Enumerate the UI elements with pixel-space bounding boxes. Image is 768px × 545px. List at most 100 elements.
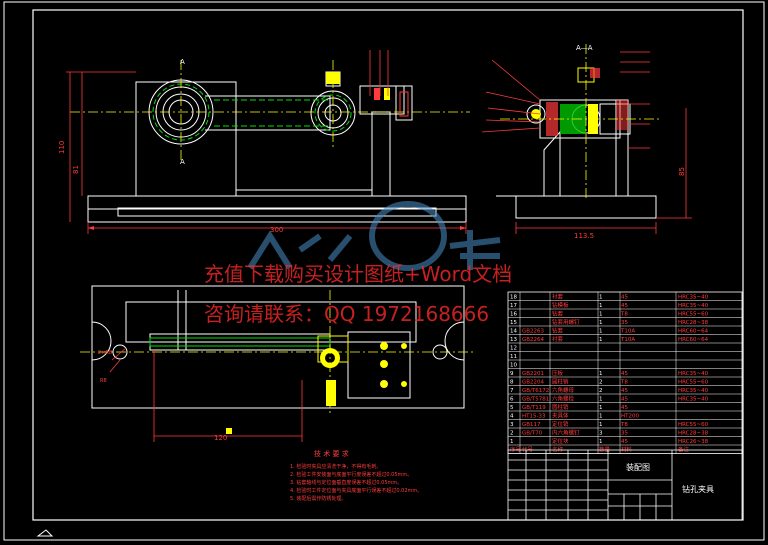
- plan-view-details: [80, 290, 476, 442]
- parts-cell-qty: 1: [599, 397, 603, 403]
- dim-side-height: 85: [678, 167, 686, 176]
- parts-cell-name: 圆柱销: [552, 403, 569, 411]
- parts-header-mat: 材料: [621, 446, 633, 454]
- parts-cell-no: 10: [510, 363, 517, 369]
- parts-cell-qty: 1: [599, 337, 603, 343]
- parts-cell-qty: 1: [599, 422, 603, 428]
- section-label: A—A: [576, 44, 593, 52]
- parts-cell-no: 14: [510, 329, 517, 335]
- parts-cell-note: HRC28~38: [678, 431, 709, 437]
- parts-cell-code: GB/T6172: [522, 388, 549, 394]
- parts-cell-qty: 1: [599, 414, 603, 420]
- parts-cell-name: 钻模板: [552, 301, 569, 309]
- parts-cell-code: GB/T119: [522, 405, 546, 411]
- parts-cell-mat: 45: [621, 397, 628, 403]
- parts-cell-code: GB2264: [522, 337, 545, 343]
- dim-width-side: 113.5: [574, 232, 594, 240]
- tech-req-item: 2. 检验工件安装面与底面平行度误差不超过0.05mm。: [290, 471, 412, 478]
- parts-header-code: 代号: [522, 446, 534, 454]
- tech-req-item: 3. 钻套轴线与定位面垂直度误差不超过0.05mm。: [290, 479, 402, 486]
- parts-cell-no: 1: [510, 439, 514, 445]
- title-drawing-type: 装配图: [626, 462, 650, 472]
- parts-cell-mat: 35: [621, 431, 628, 437]
- parts-cell-name: 衬套: [552, 293, 564, 301]
- parts-cell-note: HRC28~38: [678, 320, 709, 326]
- ucs-arrow-icon: [36, 529, 54, 537]
- watermark-line2: 咨询请联系：QQ 1972168666: [204, 302, 490, 326]
- parts-cell-code: HT15-33: [522, 414, 546, 420]
- parts-cell-qty: 1: [599, 329, 603, 335]
- plan-view: [91, 285, 465, 409]
- tech-req-item: 4. 检验时工件定位面与夹具底面平行误差不超过0.02mm。: [290, 487, 422, 494]
- parts-cell-mat: 45: [621, 303, 628, 309]
- parts-cell-name: 夹具体: [552, 412, 569, 420]
- parts-cell-qty: 1: [599, 371, 603, 377]
- parts-cell-qty: 1: [599, 295, 603, 301]
- tech-req-list: 1. 检验时夹具应清洗干净，不得有毛刺。 2. 检验工件安装面与底面平行度误差不…: [290, 463, 422, 502]
- parts-cell-qty: 2: [599, 388, 603, 394]
- dim-hole-a: 2×R8: [98, 350, 112, 356]
- parts-cell-qty: 1: [599, 439, 603, 445]
- parts-cell-note: HRC35~40: [678, 295, 709, 301]
- parts-cell-name: 钻套: [552, 310, 564, 318]
- parts-cell-no: 3: [510, 422, 514, 428]
- dim-hole-b: R8: [100, 378, 107, 384]
- parts-cell-code: GB117: [522, 422, 541, 428]
- dim-height-inner: 81: [72, 165, 80, 174]
- parts-cell-code: GB2201: [522, 371, 544, 377]
- parts-cell-no: 11: [510, 354, 517, 360]
- parts-cell-name: 定位块: [552, 437, 569, 445]
- parts-cell-name: 六角螺母: [552, 386, 575, 394]
- parts-cell-note: HRC60~64: [678, 337, 709, 343]
- parts-header-qty: 数量: [599, 446, 611, 454]
- section-mark-bottom: A: [180, 158, 185, 166]
- parts-cell-mat: T8: [620, 422, 628, 428]
- parts-cell-qty: 1: [599, 312, 603, 318]
- parts-cell-name: 钻套用螺钉: [552, 318, 580, 326]
- section-mark-top: A: [180, 58, 185, 66]
- parts-cell-qty: 2: [599, 380, 603, 386]
- parts-cell-code: GB/T5781: [522, 397, 549, 403]
- parts-cell-no: 12: [510, 346, 517, 352]
- parts-cell-no: 2: [510, 431, 514, 437]
- parts-cell-qty: 3: [599, 431, 603, 437]
- parts-cell-note: HRC55~60: [678, 380, 709, 386]
- side-section-details: [481, 44, 692, 234]
- title-drawing-name: 钻孔夹具: [682, 484, 714, 494]
- watermark-line1: 充值下载购买设计图纸+Word文档: [204, 262, 513, 286]
- parts-cell-name: 六角螺栓: [552, 395, 575, 403]
- parts-cell-mat: 35: [621, 320, 628, 326]
- parts-cell-no: 13: [510, 337, 517, 343]
- parts-cell-no: 4: [510, 414, 514, 420]
- parts-cell-code: GB/T70: [522, 431, 543, 437]
- parts-cell-mat: T8: [620, 312, 628, 318]
- parts-cell-mat: 45: [621, 388, 628, 394]
- parts-cell-qty: 1: [599, 303, 603, 309]
- watermark-logo: [247, 201, 501, 271]
- front-view-details: [66, 50, 470, 234]
- parts-cell-qty: 1: [599, 405, 603, 411]
- parts-cell-mat: 45: [621, 439, 628, 445]
- parts-cell-mat: HT200: [621, 414, 639, 420]
- parts-cell-note: HRC26~38: [678, 439, 709, 445]
- parts-cell-note: HRC35~40: [678, 388, 709, 394]
- parts-cell-code: GB2204: [522, 380, 545, 386]
- parts-cell-note: HRC55~60: [678, 312, 709, 318]
- parts-cell-note: HRC35~40: [678, 371, 709, 377]
- tech-req-item: 5. 装配后需作防锈处理。: [290, 495, 346, 502]
- parts-cell-no: 15: [510, 320, 517, 326]
- parts-cell-mat: T8: [620, 380, 628, 386]
- parts-cell-no: 5: [510, 405, 514, 411]
- parts-cell-code: GB2263: [522, 329, 545, 335]
- parts-cell-note: HRC55~60: [678, 422, 709, 428]
- parts-header-no: 序号: [510, 446, 522, 454]
- parts-cell-no: 17: [510, 303, 517, 309]
- parts-cell-no: 7: [510, 388, 514, 394]
- parts-cell-note: HRC35~40: [678, 303, 709, 309]
- parts-cell-mat: 45: [621, 405, 628, 411]
- parts-cell-no: 18: [510, 295, 517, 301]
- parts-cell-name: 压板: [552, 369, 564, 377]
- parts-cell-name: 内六角螺钉: [552, 429, 580, 437]
